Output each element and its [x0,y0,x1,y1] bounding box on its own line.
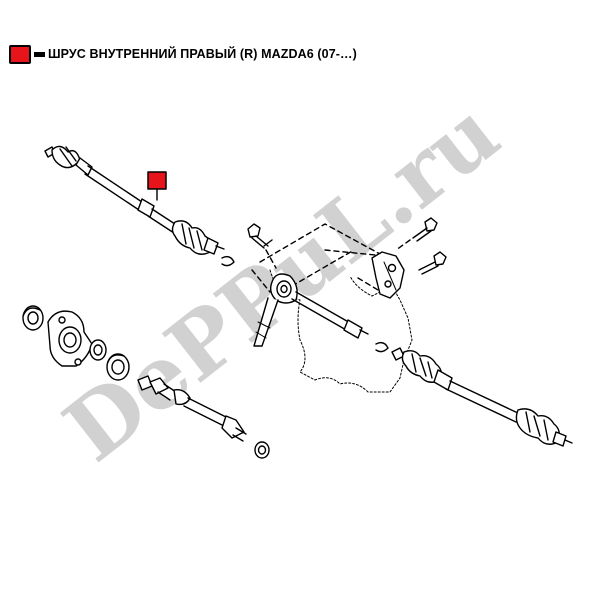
lower-drive-shaft [433,369,573,447]
intermediate-shaft [291,291,369,339]
callout-marker [147,171,167,201]
intermediate-shaft-lower [137,375,247,442]
bolt-top-right [412,217,438,242]
circlip-center [375,341,389,353]
bearing-left [89,339,107,361]
bolt-left [247,223,273,249]
upper-drive-shaft [44,145,225,255]
bolt-right [418,251,447,275]
bearing-bracket-left [47,310,93,367]
seal-ring-left [22,305,44,331]
legend-marker [9,44,31,64]
circlip-upper [221,255,235,267]
center-bearing [253,273,298,347]
intermediate-bracket [371,251,405,299]
engine-outline [269,269,413,393]
legend: ШРУС ВНУТРЕННИЙ ПРАВЫЙ (R) MAZDA6 (07-…) [9,43,357,65]
legend-title: ШРУС ВНУТРЕННИЙ ПРАВЫЙ (R) MAZDA6 (07-…) [48,47,357,61]
inner-cv-joint-right [391,347,443,383]
bearing-right [106,353,130,381]
assembly-lines [251,223,411,293]
snap-ring-lower [254,441,270,459]
legend-dash [34,51,45,57]
